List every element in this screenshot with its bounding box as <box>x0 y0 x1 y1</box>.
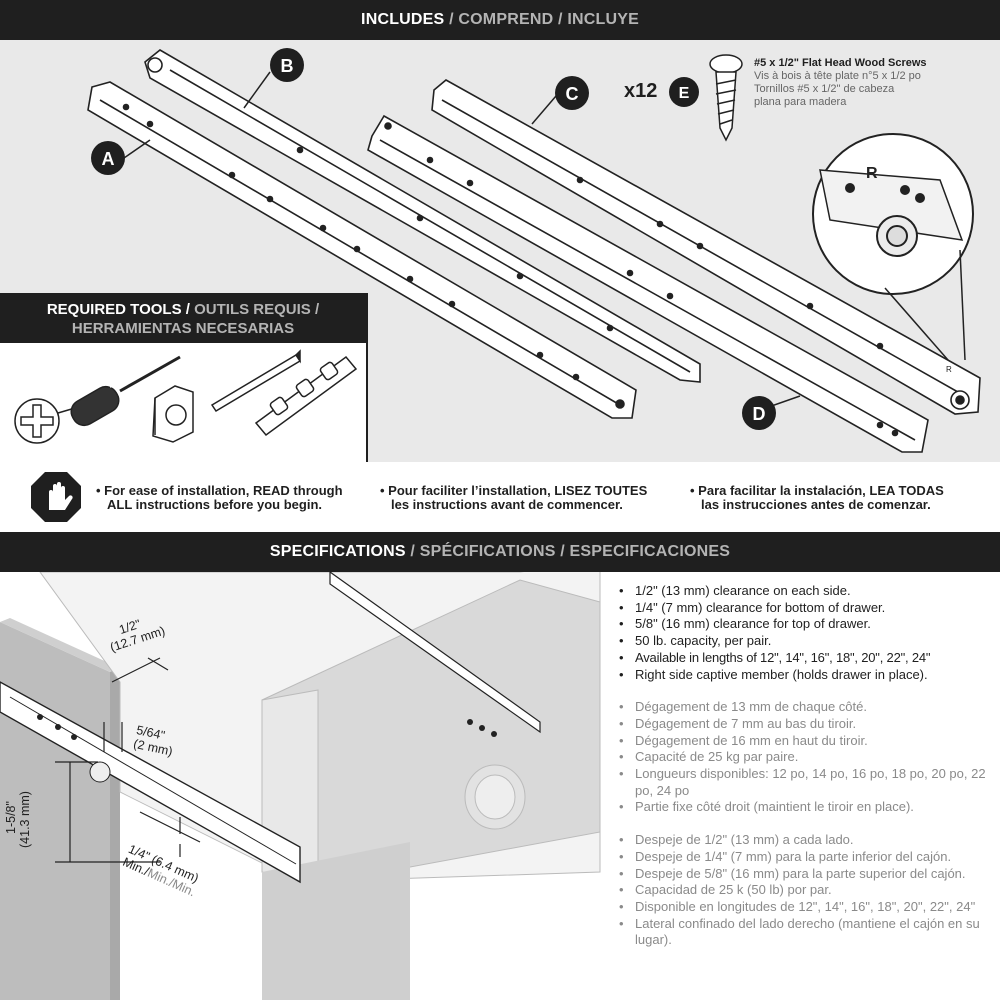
includes-header: INCLUDES / COMPREND / INCLUYE <box>0 0 1000 40</box>
badge-c: C <box>555 76 589 110</box>
spec-fr-item: Partie fixe côté droit (maintient le tir… <box>617 799 997 816</box>
drawer-slides-illustration: R R A B C D E <box>87 48 981 453</box>
includes-fr: COMPREND <box>458 11 554 28</box>
spec-es-item: Despeje de 1/4" (7 mm) para la parte inf… <box>617 849 997 866</box>
detail-zoom <box>812 133 974 361</box>
svg-text:D: D <box>753 404 766 424</box>
side-mark: R <box>866 165 878 182</box>
rail-a <box>87 81 637 419</box>
required-tools-box: REQUIRED TOOLS / OUTILS REQUIS / HERRAMI… <box>0 293 368 462</box>
spec-es-item: Disponible en longitudes de 12", 14", 16… <box>617 899 997 916</box>
warning-en-1: • For ease of installation, READ through <box>96 483 343 498</box>
badge-a: A <box>91 141 125 175</box>
specs-list-fr: Dégagement de 13 mm de chaque côté. Déga… <box>617 699 997 816</box>
specs-list-en: 1/2" (13 mm) clearance on each side. 1/4… <box>617 583 997 683</box>
spec-fr-item: Dégagement de 16 mm en haut du tiroir. <box>617 733 997 750</box>
warning-es-1: • Para facilitar la instalación, LEA TOD… <box>690 483 944 498</box>
quantity-label: x12 <box>624 80 658 102</box>
spec-en-item: 50 lb. capacity, per pair. <box>617 633 997 650</box>
warning-es: • Para facilitar la instalación, LEA TOD… <box>690 484 944 512</box>
required-tools-title: REQUIRED TOOLS / OUTILS REQUIS / HERRAMI… <box>0 295 366 343</box>
dim-one-five-eighths: 1-5/8" (41.3 mm) <box>4 791 32 848</box>
badge-e: E <box>669 77 699 107</box>
tools-fr: OUTILS REQUIS <box>194 301 311 318</box>
svg-text:B: B <box>281 56 294 76</box>
warning-fr-2: les instructions avant de commencer. <box>391 497 623 512</box>
spec-fr-item: Dégagement de 13 mm de chaque côté. <box>617 699 997 716</box>
badge-b: B <box>270 48 304 82</box>
svg-text:A: A <box>102 149 115 169</box>
screw-fr: Vis à bois à tête plate n°5 x 1/2 po <box>754 70 921 82</box>
side-mark-small: R <box>946 365 952 374</box>
spec-es-item: Lateral confinado del lado derecho (mant… <box>617 916 997 949</box>
sep: / <box>560 543 565 560</box>
tools-es: HERRAMIENTAS NECESARIAS <box>71 320 295 337</box>
level-icon <box>254 355 358 437</box>
includes-panel: R R A B C D E x12 #5 x 1/2" Flat Head Wo… <box>0 40 1000 462</box>
warning-fr: • Pour faciliter l’installation, LISEZ T… <box>380 484 647 512</box>
rail-b <box>144 49 701 383</box>
warning-es-2: las instrucciones antes de comenzar. <box>701 497 931 512</box>
spec-es-item: Capacidad de 25 k (50 lb) por par. <box>617 882 997 899</box>
includes-es: INCLUYE <box>567 11 639 28</box>
pencil-icon <box>210 349 302 413</box>
spec-en-item: 5/8" (16 mm) clearance for top of drawer… <box>617 616 997 633</box>
badge-d: D <box>742 396 776 430</box>
sep: / <box>558 11 563 28</box>
screw-icon <box>709 54 743 142</box>
warning-fr-1: • Pour faciliter l’installation, LISEZ T… <box>380 483 648 498</box>
sep: / <box>449 11 454 28</box>
dim-onefive8-1: 1-5/8" <box>4 801 18 834</box>
tape-measure-icon <box>152 385 194 443</box>
specs-es: ESPECIFICACIONES <box>569 543 731 560</box>
drawer-installation-diagram <box>0 572 601 1000</box>
phillips-tip-icon <box>14 398 76 444</box>
tools-en: REQUIRED TOOLS <box>46 301 182 318</box>
stop-hand-icon <box>31 472 81 522</box>
sep: / <box>410 543 416 560</box>
sep: / <box>314 301 320 318</box>
sep: / <box>185 301 190 318</box>
screw-es-2: plana para madera <box>754 96 847 108</box>
rail-c <box>431 79 981 415</box>
dim-onefive8-2: (41.3 mm) <box>18 791 32 848</box>
svg-text:E: E <box>679 85 690 102</box>
tools-illustration <box>14 349 358 444</box>
spec-fr-item: Capacité de 25 kg par paire. <box>617 749 997 766</box>
specs-lists: 1/2" (13 mm) clearance on each side. 1/4… <box>617 583 1000 949</box>
specifications-panel: 1/2" (12.7 mm) 5/64" (2 mm) 1-5/8" (41.3… <box>0 572 1000 1000</box>
specs-en: SPECIFICATIONS <box>269 543 406 560</box>
spec-en-item: 1/2" (13 mm) clearance on each side. <box>617 583 997 600</box>
spec-en-item: 1/4" (7 mm) clearance for bottom of draw… <box>617 600 997 617</box>
screw-es-1: Tornillos #5 x 1/2" de cabeza <box>754 83 895 95</box>
screw-en: #5 x 1/2" Flat Head Wood Screws <box>754 57 927 69</box>
warning-en: • For ease of installation, READ through… <box>96 484 343 512</box>
specs-list-es: Despeje de 1/2" (13 mm) a cada lado. Des… <box>617 832 997 949</box>
warning-en-2: ALL instructions before you begin. <box>107 497 322 512</box>
screw-description: #5 x 1/2" Flat Head Wood Screws Vis à bo… <box>754 57 927 109</box>
spec-es-item: Despeje de 5/8" (16 mm) para la parte su… <box>617 866 997 883</box>
screwdriver-icon <box>70 355 181 427</box>
spec-en-item: Available in lengths of 12", 14", 16", 1… <box>617 650 997 667</box>
specs-fr: SPÉCIFICATIONS <box>419 543 556 560</box>
rail-d <box>367 114 929 453</box>
svg-text:C: C <box>566 84 579 104</box>
warning-row <box>0 462 1000 532</box>
specifications-header: SPECIFICATIONS / SPÉCIFICATIONS / ESPECI… <box>0 532 1000 572</box>
spec-es-item: Despeje de 1/2" (13 mm) a cada lado. <box>617 832 997 849</box>
spec-fr-item: Longueurs disponibles: 12 po, 14 po, 16 … <box>617 766 997 799</box>
includes-en: INCLUDES <box>361 11 445 28</box>
spec-fr-item: Dégagement de 7 mm au bas du tiroir. <box>617 716 997 733</box>
spec-en-item: Right side captive member (holds drawer … <box>617 667 997 684</box>
